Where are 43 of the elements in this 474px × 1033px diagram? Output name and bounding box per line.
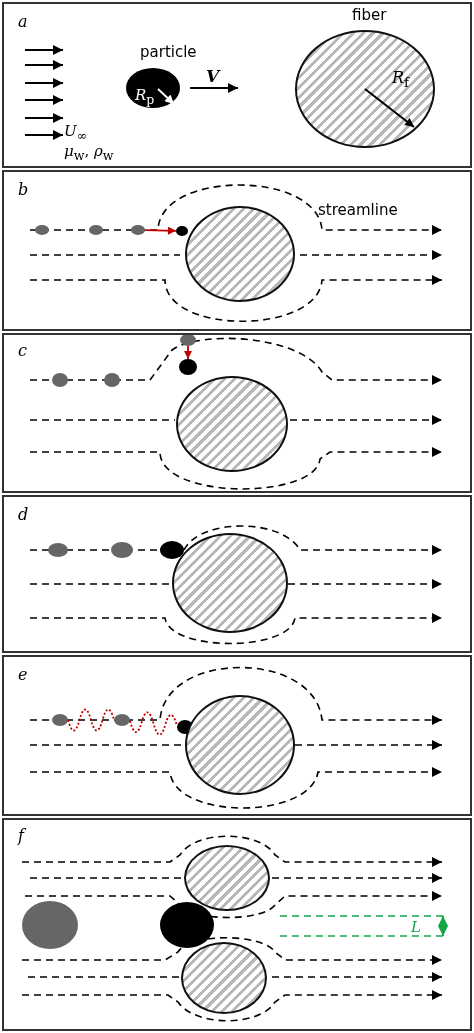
- trajectory-line: [67, 708, 115, 732]
- fiber-circle: [181, 942, 267, 1014]
- particle-circle: [89, 225, 103, 235]
- arrow: [184, 345, 192, 360]
- particle-circle: [52, 714, 68, 726]
- panel-frame: [2, 170, 472, 331]
- panel-frame: [2, 655, 472, 816]
- particle-circle: [131, 225, 145, 235]
- particle-circle: [114, 714, 130, 726]
- particle-circle: [176, 226, 188, 236]
- velocity-label: U$_{∞}$: [64, 124, 88, 143]
- velocity-label: V: [206, 68, 220, 85]
- gap-width-label: L: [411, 920, 421, 935]
- fiber-label: fiber: [352, 8, 387, 23]
- panel-letter: f: [18, 828, 24, 844]
- radius-label: R$_{f}$: [392, 70, 409, 90]
- particle-circle: [35, 225, 49, 235]
- panel-letter: d: [18, 507, 29, 523]
- panel-letter: c: [18, 343, 27, 359]
- radius-label: R$_{p}$: [135, 88, 155, 107]
- panel-letter: e: [18, 667, 28, 683]
- panel-letter: a: [18, 14, 28, 30]
- particle-circle: [126, 68, 180, 108]
- fluid-property-label: μ$_{w}$, ρ$_{w}$: [64, 144, 114, 163]
- fiber-circle: [184, 845, 270, 911]
- panel-frame: [2, 818, 472, 1031]
- particle-circle: [111, 542, 133, 558]
- particle-circle: [104, 373, 120, 387]
- particle-label: particle: [140, 45, 197, 60]
- particle-circle: [48, 543, 68, 557]
- panel-letter: b: [18, 182, 29, 198]
- panel-frame: [2, 495, 472, 653]
- panel-frame: [2, 2, 472, 168]
- trajectory-line: [129, 711, 178, 736]
- streamline-label: streamline: [318, 203, 398, 218]
- particle-circle: [160, 541, 184, 559]
- particle-circle: [22, 901, 78, 949]
- particle-circle: [179, 359, 197, 375]
- particle-circle: [52, 373, 68, 387]
- particle-circle: [160, 902, 214, 948]
- particle-circle: [180, 335, 196, 346]
- arrow: [144, 226, 177, 235]
- panel-frame: [2, 333, 472, 493]
